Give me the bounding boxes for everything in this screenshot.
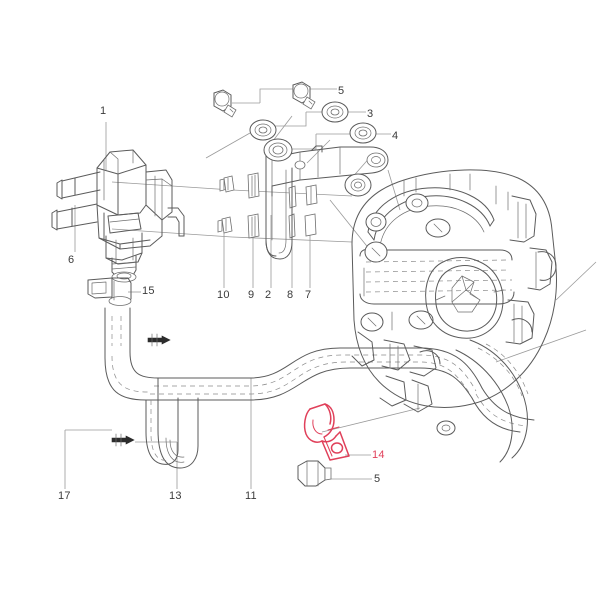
- callout-3: 3: [367, 108, 374, 120]
- callout-17: 17: [58, 490, 71, 502]
- hose-clamp-markers: [111, 333, 171, 447]
- washers-and-bolts: [213, 81, 377, 197]
- callout-1: 1: [100, 105, 107, 117]
- callout-10: 10: [217, 289, 230, 301]
- callout-9: 9: [248, 289, 255, 301]
- callout-11: 11: [245, 490, 257, 502]
- part-15-clamp: [87, 277, 132, 306]
- part-1-valve-body: [51, 149, 185, 283]
- callout-5-bottom: 5: [374, 473, 381, 485]
- callout-2: 2: [265, 289, 272, 301]
- small-hardware-parts: [217, 172, 318, 239]
- part-11-main-hose: [104, 307, 535, 469]
- part-5-bottom-bolt: [297, 460, 332, 487]
- callout-8: 8: [287, 289, 294, 301]
- part-14-highlighted-bracket: [303, 403, 350, 461]
- callout-7: 7: [305, 289, 312, 301]
- callout-6: 6: [68, 254, 75, 266]
- callout-5-top: 5: [338, 85, 345, 97]
- callout-15: 15: [142, 285, 155, 297]
- callout-4: 4: [392, 130, 399, 142]
- callout-13: 13: [169, 490, 182, 502]
- callout-14: 14: [372, 449, 385, 461]
- part-4-linkage-arm: [265, 145, 389, 260]
- engine-casing: [351, 169, 557, 463]
